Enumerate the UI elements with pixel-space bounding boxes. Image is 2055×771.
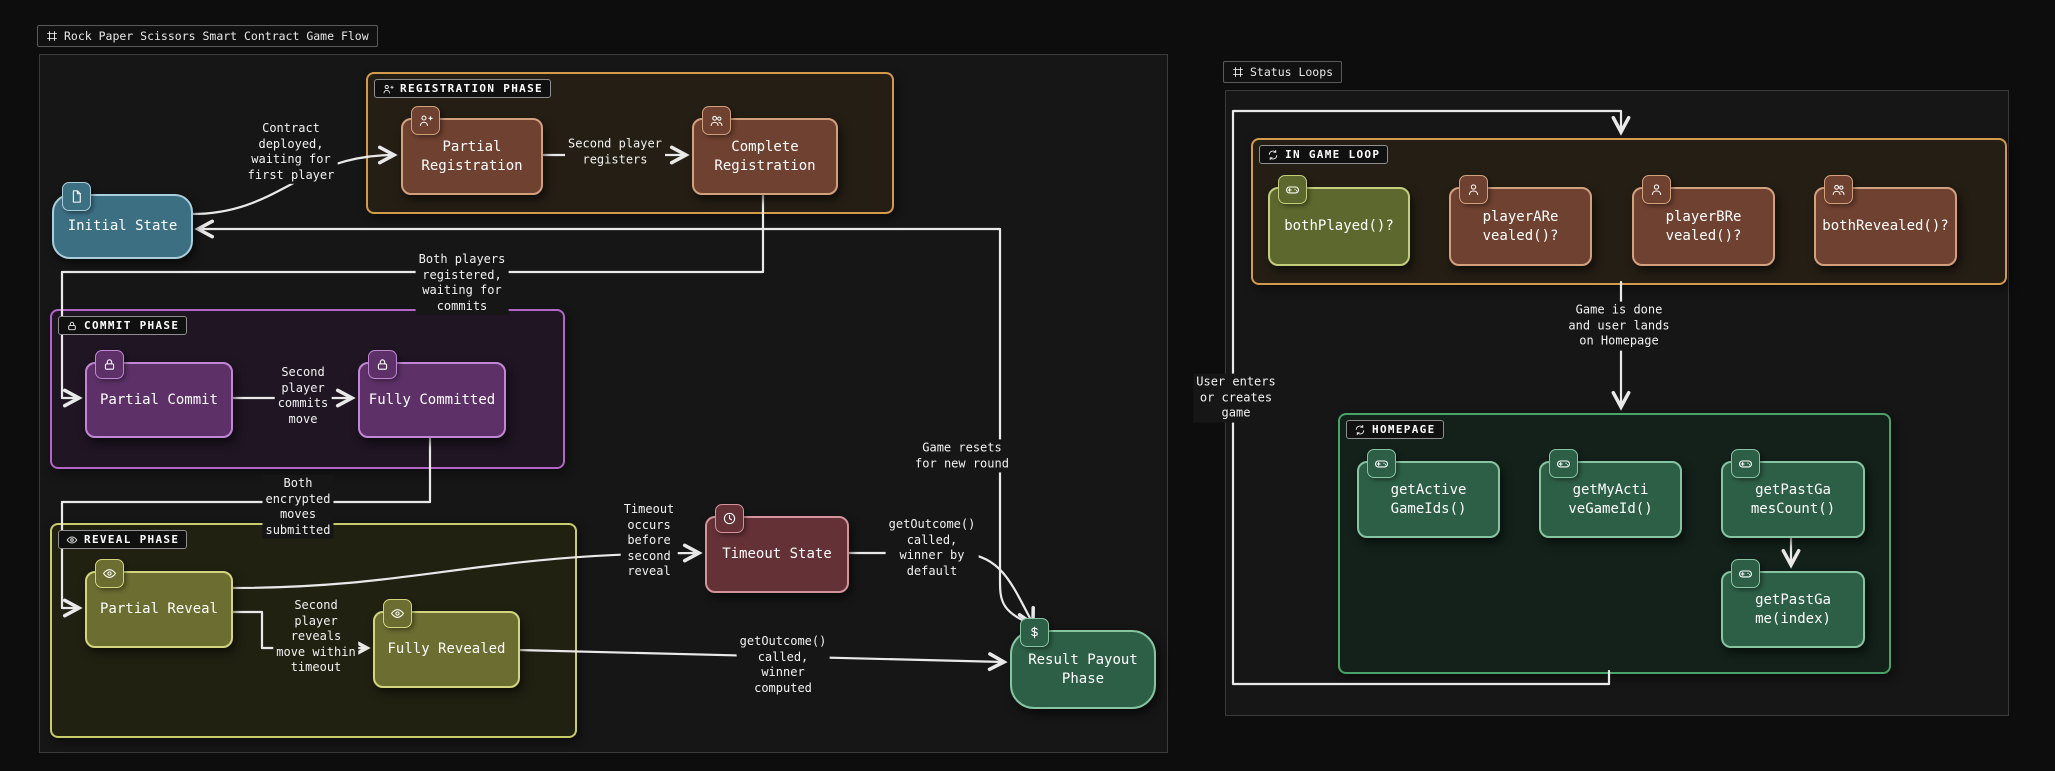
badge-text: IN GAME LOOP xyxy=(1285,148,1381,161)
status-loops-frame-label[interactable]: Status Loops xyxy=(1223,61,1343,83)
node-label: Partial Reveal xyxy=(99,601,218,618)
person-add-icon xyxy=(411,106,440,135)
eye-icon xyxy=(95,559,124,588)
eye-icon xyxy=(66,534,78,546)
frame-icon xyxy=(46,30,58,42)
person-icon xyxy=(1642,175,1671,204)
node-label: Result Payout Phase xyxy=(1028,652,1138,687)
badge-text: REVEAL PHASE xyxy=(84,533,180,546)
people-icon xyxy=(1824,175,1853,204)
controller-icon xyxy=(1367,449,1396,478)
commit-phase-badge[interactable]: COMMIT PHASE xyxy=(58,316,188,335)
eye-icon xyxy=(383,599,412,628)
node-label: getActive GameIds() xyxy=(1390,482,1467,517)
node-label: Partial Commit xyxy=(99,391,218,408)
node-get-past-games-count[interactable]: getPastGa mesCount() xyxy=(1721,449,1865,538)
homepage-badge[interactable]: HOMEPAGE xyxy=(1346,420,1444,439)
node-fully-committed[interactable]: Fully Committed xyxy=(358,350,506,438)
node-fully-revealed[interactable]: Fully Revealed xyxy=(373,599,520,688)
node-player-a-revealed[interactable]: playerARe vealed()? xyxy=(1449,175,1592,266)
node-both-revealed[interactable]: bothRevealed()? xyxy=(1814,175,1957,266)
controller-icon xyxy=(1549,449,1578,478)
node-result-payout-phase[interactable]: Result Payout Phase xyxy=(1010,618,1156,709)
clock-icon xyxy=(715,504,744,533)
node-both-played[interactable]: bothPlayed()? xyxy=(1268,175,1410,266)
lock-icon xyxy=(66,320,78,332)
node-partial-reveal[interactable]: Partial Reveal xyxy=(85,559,233,648)
frame-label-text: Rock Paper Scissors Smart Contract Game … xyxy=(64,29,369,43)
node-player-b-revealed[interactable]: playerBRe vealed()? xyxy=(1632,175,1775,266)
node-get-active-game-ids[interactable]: getActive GameIds() xyxy=(1357,449,1500,538)
edge-label-second-player-commits[interactable]: Second player commits move xyxy=(274,363,332,429)
person-add-icon xyxy=(382,83,394,95)
controller-icon xyxy=(1731,449,1760,478)
node-partial-commit[interactable]: Partial Commit xyxy=(85,350,233,438)
edge-label-second-player-registers[interactable]: Second player registers xyxy=(565,135,665,169)
frame-label-text: Status Loops xyxy=(1250,65,1334,79)
edge-label-outcome-winner-computed[interactable]: getOutcome() called, winner computed xyxy=(736,632,830,698)
reveal-phase-badge[interactable]: REVEAL PHASE xyxy=(58,530,188,549)
edge-label-both-players-registered[interactable]: Both players registered, waiting for com… xyxy=(415,250,509,316)
edge-label-game-resets[interactable]: Game resets for new round xyxy=(912,439,1012,473)
badge-text: REGISTRATION PHASE xyxy=(400,82,543,95)
node-label: getPastGa mesCount() xyxy=(1750,482,1836,517)
node-get-past-game[interactable]: getPastGa me(index) xyxy=(1721,559,1865,648)
frame-icon xyxy=(1232,66,1244,78)
node-label: getPastGa me(index) xyxy=(1755,592,1831,627)
node-timeout-state[interactable]: Timeout State xyxy=(705,504,849,593)
node-partial-registration[interactable]: Partial Registration xyxy=(401,106,543,195)
lock-icon xyxy=(95,350,124,379)
node-label: Partial Registration xyxy=(421,139,523,174)
person-icon xyxy=(1459,175,1488,204)
edge-label-second-player-reveals[interactable]: Second player reveals move within timeou… xyxy=(273,597,359,677)
edge-label-user-enters[interactable]: User enters or creates game xyxy=(1193,373,1279,423)
node-label: Fully Revealed xyxy=(387,641,506,658)
node-label: bothPlayed()? xyxy=(1284,218,1394,235)
people-icon xyxy=(702,106,731,135)
controller-icon xyxy=(1731,559,1760,588)
edge-label-game-done[interactable]: Game is done and user lands on Homepage xyxy=(1565,301,1673,351)
controller-icon xyxy=(1278,175,1307,204)
node-label: playerARe vealed()? xyxy=(1482,209,1559,244)
badge-text: COMMIT PHASE xyxy=(84,319,180,332)
node-label: getMyActi veGameId() xyxy=(1568,482,1653,517)
edge-label-outcome-winner-default[interactable]: getOutcome() called, winner by default xyxy=(885,515,979,581)
node-initial-state[interactable]: Initial State xyxy=(52,182,193,259)
node-label: Initial State xyxy=(67,218,178,235)
document-icon xyxy=(62,182,91,211)
node-label: Timeout State xyxy=(722,546,832,563)
node-get-my-active-game-id[interactable]: getMyActi veGameId() xyxy=(1539,449,1682,538)
edge-label-contract-deployed[interactable]: Contract deployed, waiting for first pla… xyxy=(244,119,338,185)
main-flow-frame-label[interactable]: Rock Paper Scissors Smart Contract Game … xyxy=(37,25,378,47)
in-game-loop-badge[interactable]: IN GAME LOOP xyxy=(1259,145,1389,164)
node-label: playerBRe vealed()? xyxy=(1665,209,1742,244)
edge-label-both-encrypted-moves[interactable]: Both encrypted moves submitted xyxy=(262,474,334,540)
node-complete-registration[interactable]: Complete Registration xyxy=(692,106,838,195)
badge-text: HOMEPAGE xyxy=(1372,423,1436,436)
lock-icon xyxy=(368,350,397,379)
edge-label-timeout-occurs[interactable]: Timeout occurs before second reveal xyxy=(620,501,678,581)
node-label: bothRevealed()? xyxy=(1822,218,1949,235)
node-label: Fully Committed xyxy=(368,391,496,408)
loop-icon xyxy=(1354,424,1366,436)
dollar-icon xyxy=(1020,618,1049,647)
loop-icon xyxy=(1267,149,1279,161)
registration-phase-badge[interactable]: REGISTRATION PHASE xyxy=(374,79,551,98)
node-label: Complete Registration xyxy=(714,139,816,174)
